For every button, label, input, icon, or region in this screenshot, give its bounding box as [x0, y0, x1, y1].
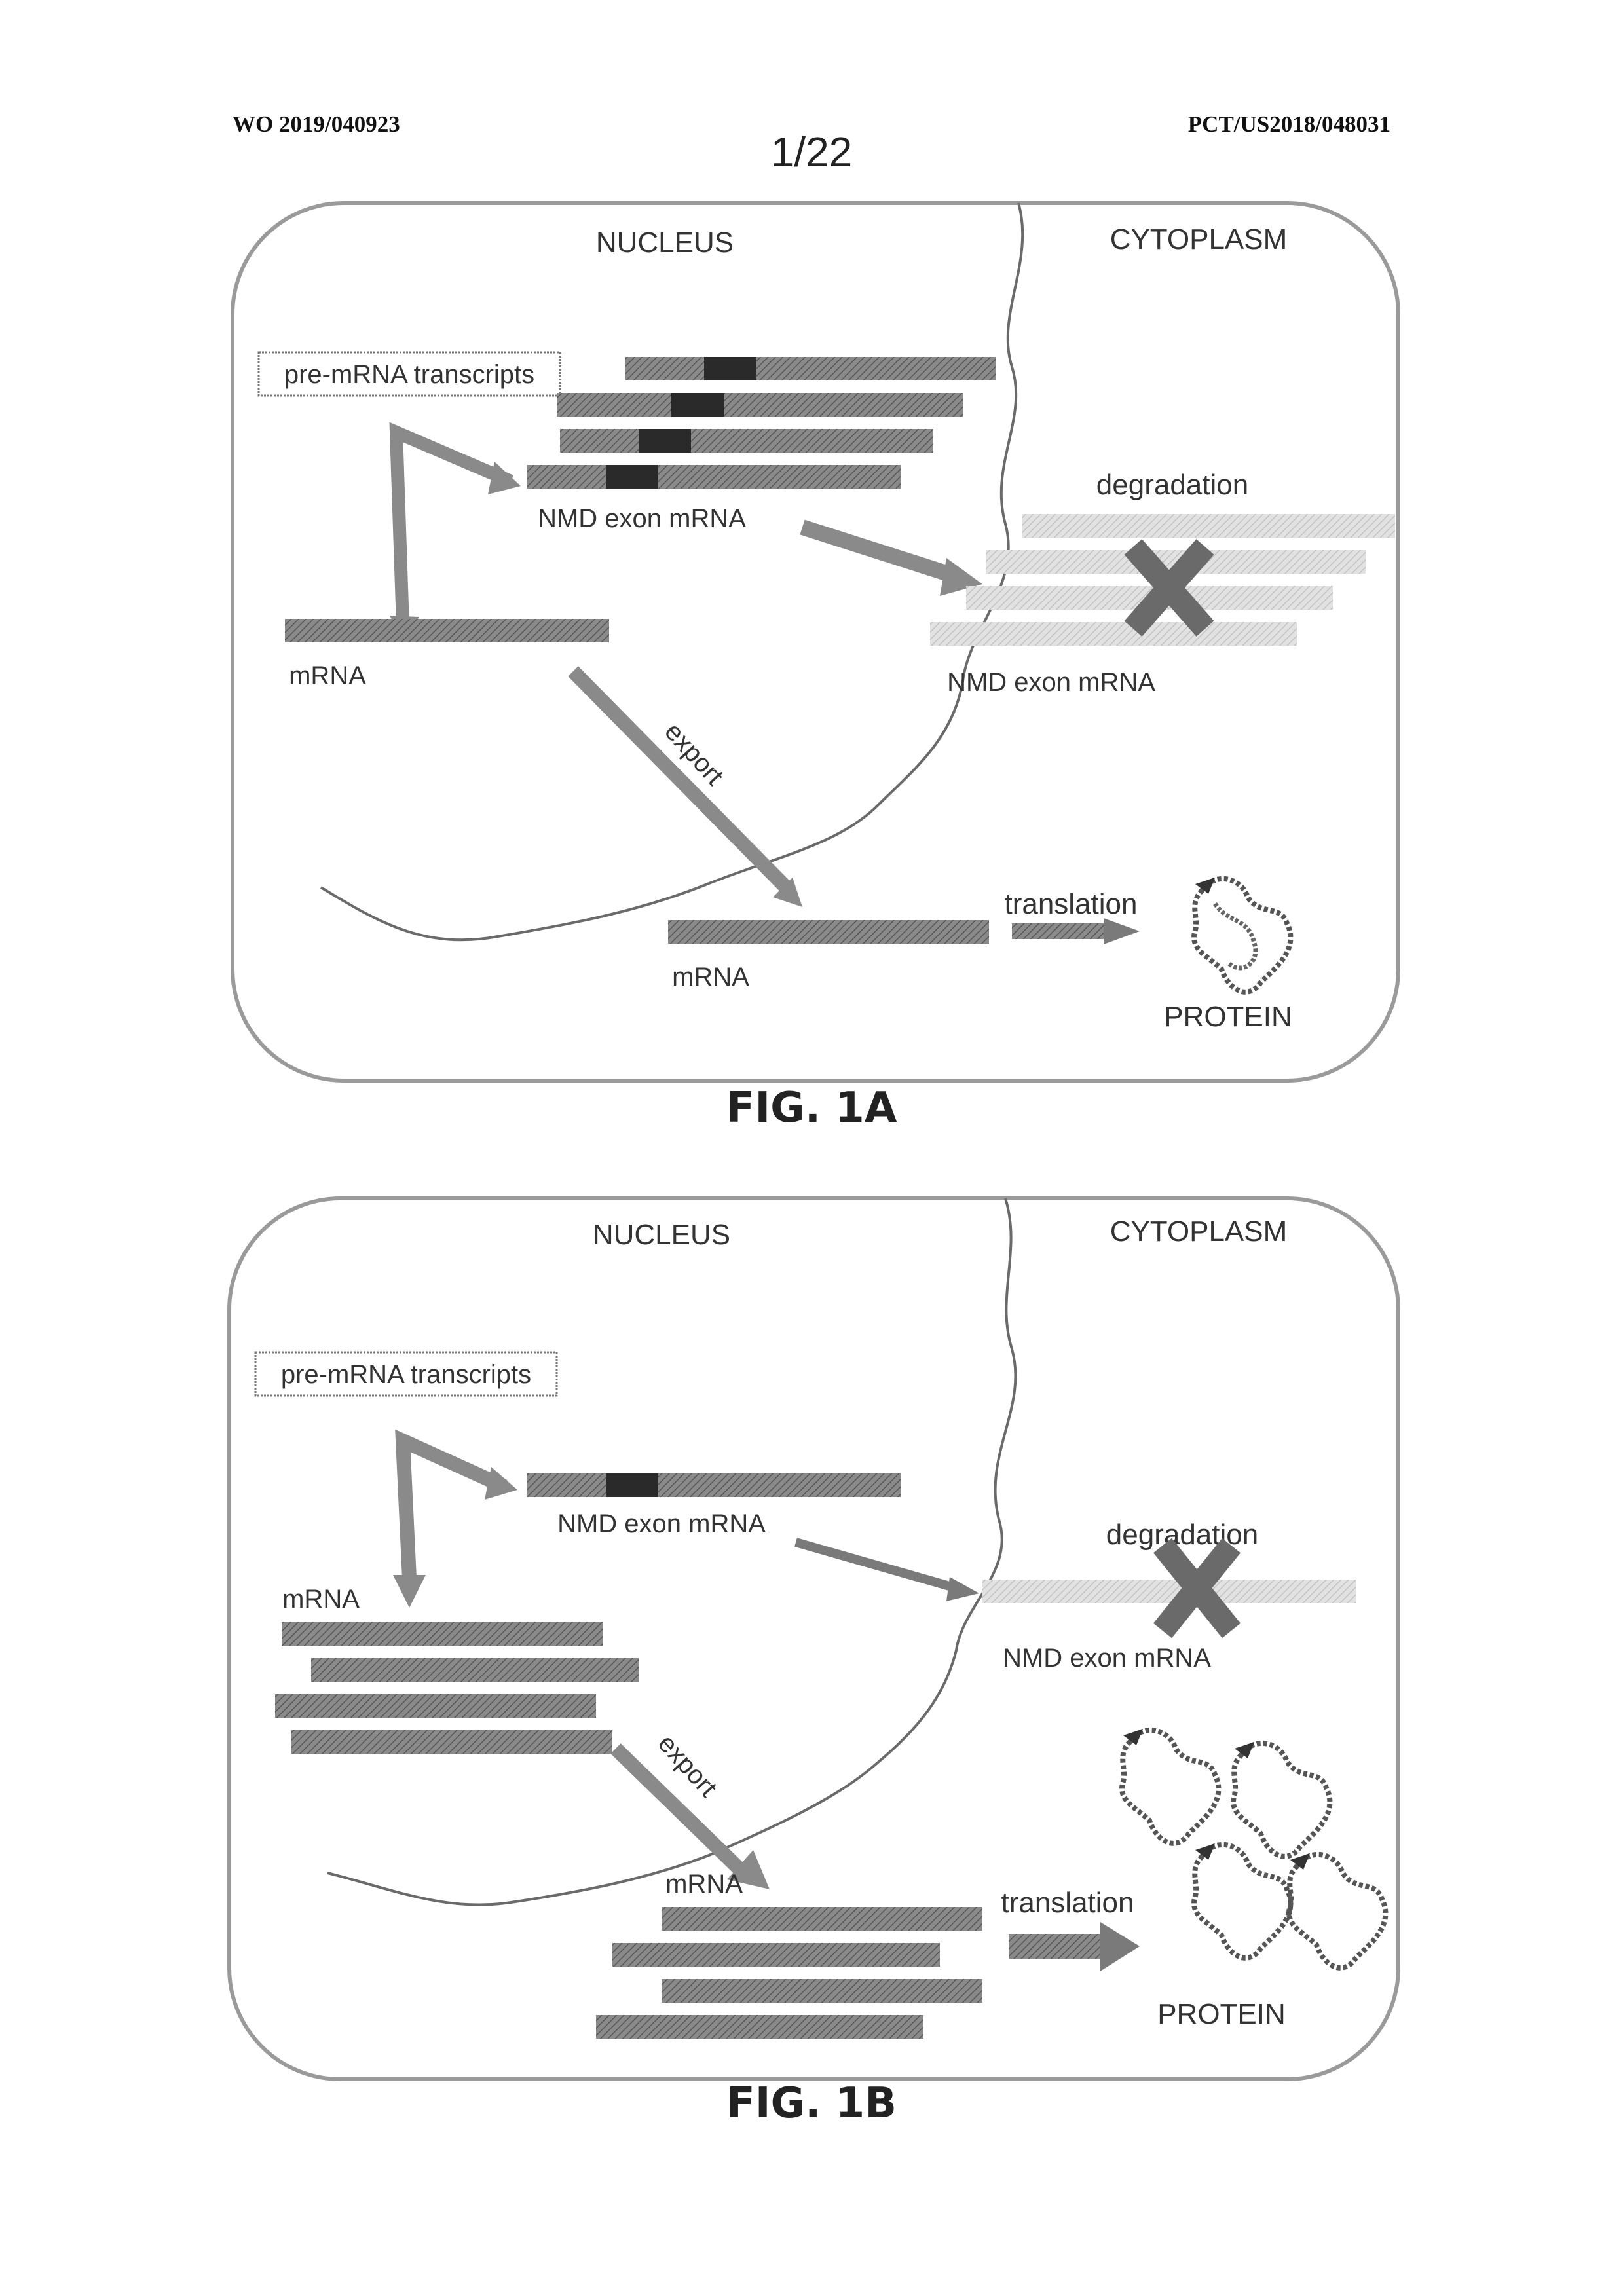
degradation-x-mark [1153, 1538, 1241, 1639]
nuclear-mrna-bar [285, 619, 609, 642]
publication-number: WO 2019/040923 [233, 111, 400, 137]
splice-arrowhead [393, 1575, 426, 1608]
degraded-bar [1022, 514, 1395, 538]
nuclear-mrna-bar [291, 1730, 612, 1754]
figure-1a-diagram: NUCLEUS CYTOPLASM pre-mRNA transcripts N… [231, 201, 1400, 1083]
nuclear-mrna-bar [275, 1694, 596, 1718]
nmd-to-degradation-arrow [794, 1538, 958, 1593]
cytoplasmic-mrna-bar [668, 920, 989, 944]
degradation-label: degradation [1106, 1519, 1258, 1551]
nuclear-mrna-bar [282, 1622, 603, 1646]
degradation-arrowhead [946, 1577, 979, 1601]
nmd-exon-mrna-label: NMD exon mRNA [557, 1509, 766, 1538]
translation-arrowhead [1100, 1922, 1140, 1971]
export-arrowhead [727, 1850, 770, 1889]
pre-mrna-transcript-stack [527, 357, 996, 489]
protein-structure [1119, 1728, 1222, 1846]
export-arrowhead [773, 878, 802, 907]
transcript-bar [625, 357, 996, 380]
degraded-bar [982, 1580, 1356, 1603]
pre-mrna-box [254, 1351, 558, 1397]
cytoplasm-label: CYTOPLASM [1110, 1215, 1288, 1248]
nmd-exon-mrna-label: NMD exon mRNA [538, 504, 746, 533]
translation-label: translation [1004, 888, 1137, 920]
nmd-exon-segment [639, 429, 691, 453]
pre-mrna-box [257, 351, 561, 397]
nuclear-mrna-stack [275, 1622, 639, 1754]
nuclear-mrna-label: mRNA [282, 1585, 360, 1614]
nmd-exon-mrna-degraded-label: NMD exon mRNA [1003, 1644, 1211, 1673]
splice-arrowhead [488, 462, 521, 494]
nmd-exon-segment [606, 1473, 658, 1497]
splice-arrow-to-nmd [395, 1429, 508, 1579]
splice-arrow-to-nmd [389, 422, 513, 626]
cytoplasmic-mrna-label: mRNA [665, 1870, 743, 1898]
nmd-exon-segment [606, 465, 658, 489]
nucleus-label: NUCLEUS [596, 227, 734, 259]
translation-arrow-shaft [1009, 1934, 1100, 1959]
protein-label: PROTEIN [1164, 1001, 1292, 1033]
application-number: PCT/US2018/048031 [1187, 111, 1390, 137]
nmd-exon-segment [671, 393, 724, 417]
degradation-label: degradation [1096, 469, 1248, 501]
nuclear-mrna-label: mRNA [289, 661, 366, 690]
cytoplasmic-mrna-bar [596, 2015, 923, 2039]
nuclear-membrane [327, 1198, 1017, 1906]
pre-mrna-label: pre-mRNA transcripts [284, 360, 534, 389]
cytoplasmic-mrna-bar [662, 1907, 982, 1931]
figure-1a-caption: FIG. 1A [726, 1084, 897, 1132]
nmd-to-degradation-arrow [800, 519, 959, 584]
protein-structure [1286, 1852, 1389, 1971]
splice-arrowhead [485, 1467, 517, 1500]
cytoplasmic-mrna-bar [612, 1943, 940, 1967]
sheet-number: 1/22 [770, 128, 853, 176]
transcript-bar [557, 393, 963, 417]
figure-1b-caption: FIG. 1B [726, 2079, 897, 2128]
cytoplasm-label: CYTOPLASM [1110, 223, 1288, 255]
export-label: export [659, 717, 729, 790]
cell-outline [227, 1196, 1400, 2081]
protein-structure [1191, 876, 1294, 995]
translation-arrowhead [1104, 918, 1140, 944]
translation-label: translation [1001, 1887, 1134, 1919]
cytoplasmic-mrna-label: mRNA [672, 963, 749, 991]
degraded-bar [930, 622, 1297, 646]
nmd-exon-segment [704, 357, 756, 380]
transcript-bar [560, 429, 933, 453]
cytoplasmic-mrna-stack [596, 1907, 982, 2039]
degradation-x-mark [1124, 539, 1214, 637]
figure-1b-diagram: NUCLEUS CYTOPLASM pre-mRNA transcripts N… [227, 1196, 1400, 2081]
protein-label: PROTEIN [1157, 1998, 1286, 2030]
degraded-transcript-stack [930, 514, 1395, 646]
nmd-exon-mrna-degraded-label: NMD exon mRNA [947, 668, 1155, 697]
protein-structure [1231, 1741, 1333, 1859]
pre-mrna-label: pre-mRNA transcripts [281, 1360, 531, 1389]
export-arrow [568, 666, 794, 896]
protein-structure [1191, 1842, 1294, 1961]
nuclear-membrane [320, 202, 1024, 942]
transcript-bar [527, 1473, 901, 1497]
nuclear-mrna-bar [311, 1658, 639, 1682]
nucleus-label: NUCLEUS [593, 1219, 730, 1251]
translation-arrow-shaft [1012, 923, 1104, 939]
cell-outline [231, 201, 1400, 1083]
transcript-bar [527, 465, 901, 489]
cytoplasmic-mrna-bar [662, 1979, 982, 2003]
export-arrow [610, 1743, 745, 1875]
